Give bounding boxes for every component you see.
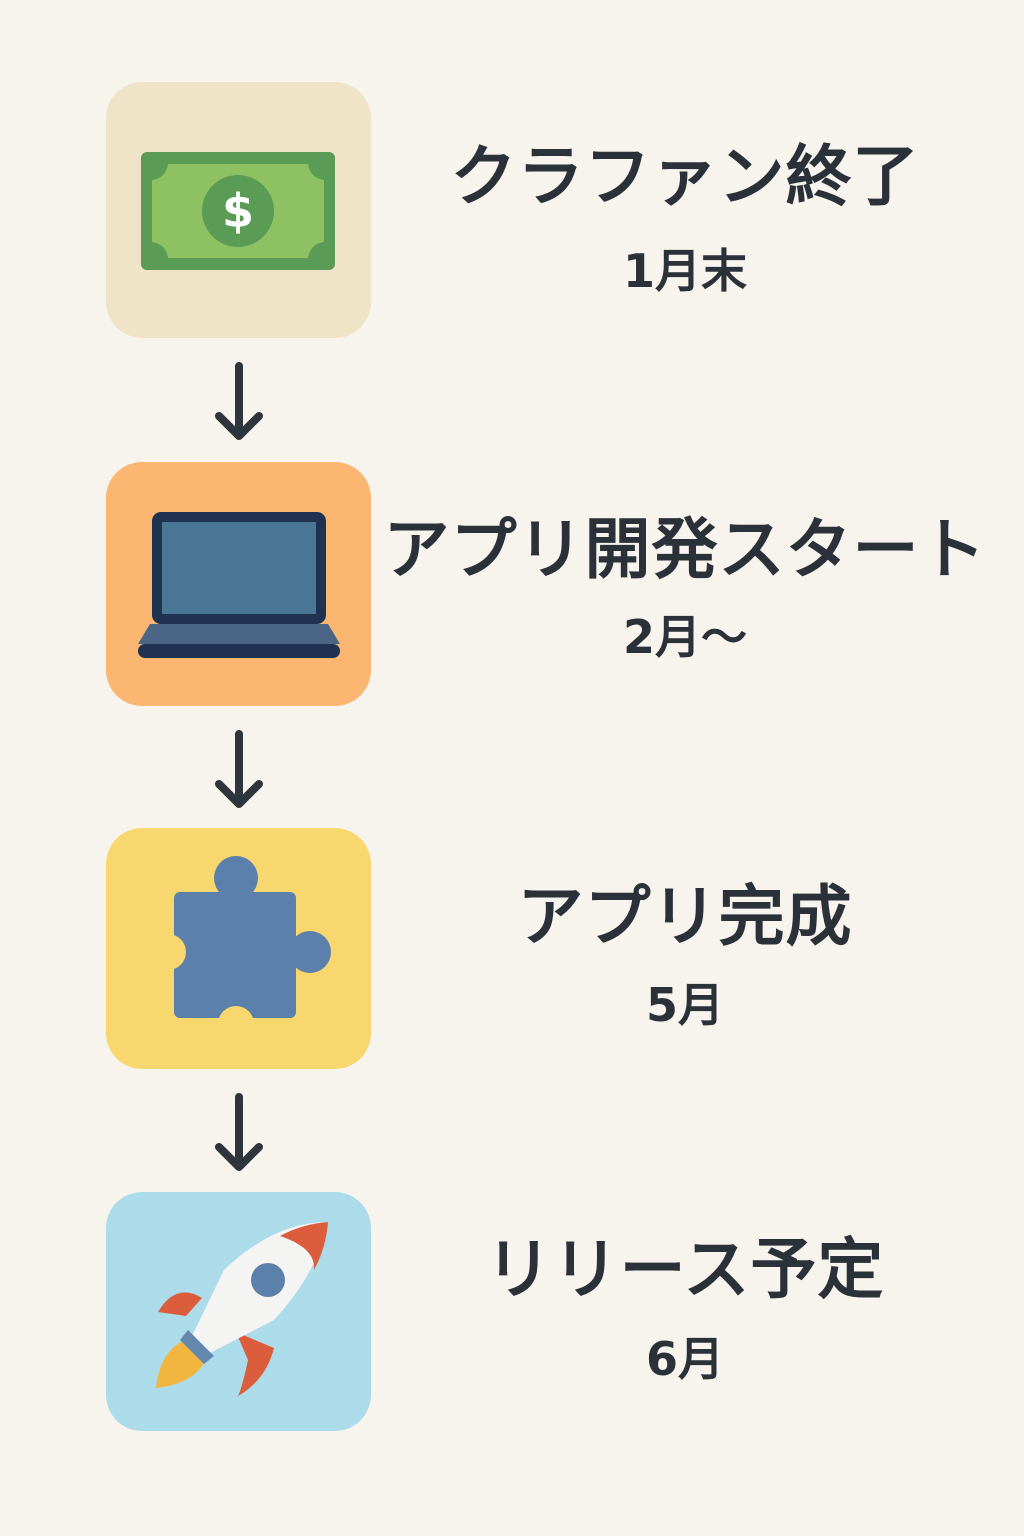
puzzle-piece-icon [150, 856, 331, 1042]
step-4-title: リリース予定 [485, 1231, 885, 1308]
step-2-date: 2月～ [622, 610, 747, 664]
step-2-tile [106, 462, 371, 706]
rocket-icon [156, 1222, 328, 1396]
step-3-tile [106, 828, 371, 1069]
step-1-tile: $ [106, 82, 371, 338]
step-4-date: 6月 [645, 1332, 724, 1386]
arrow-down-icon [215, 1093, 263, 1171]
step-4-tile [106, 1192, 371, 1431]
money-bill-icon: $ [141, 152, 335, 270]
step-1-title: クラファン終了 [450, 138, 920, 215]
step-1-date: 1月末 [622, 244, 747, 298]
step-3-date: 5月 [645, 978, 724, 1032]
svg-text:$: $ [222, 184, 254, 238]
laptop-icon [138, 512, 340, 658]
step-3-title: アプリ完成 [517, 878, 853, 955]
arrow-down-icon [215, 730, 263, 808]
step-2-title: アプリ開発スタート [383, 511, 987, 588]
arrow-down-icon [215, 362, 263, 440]
